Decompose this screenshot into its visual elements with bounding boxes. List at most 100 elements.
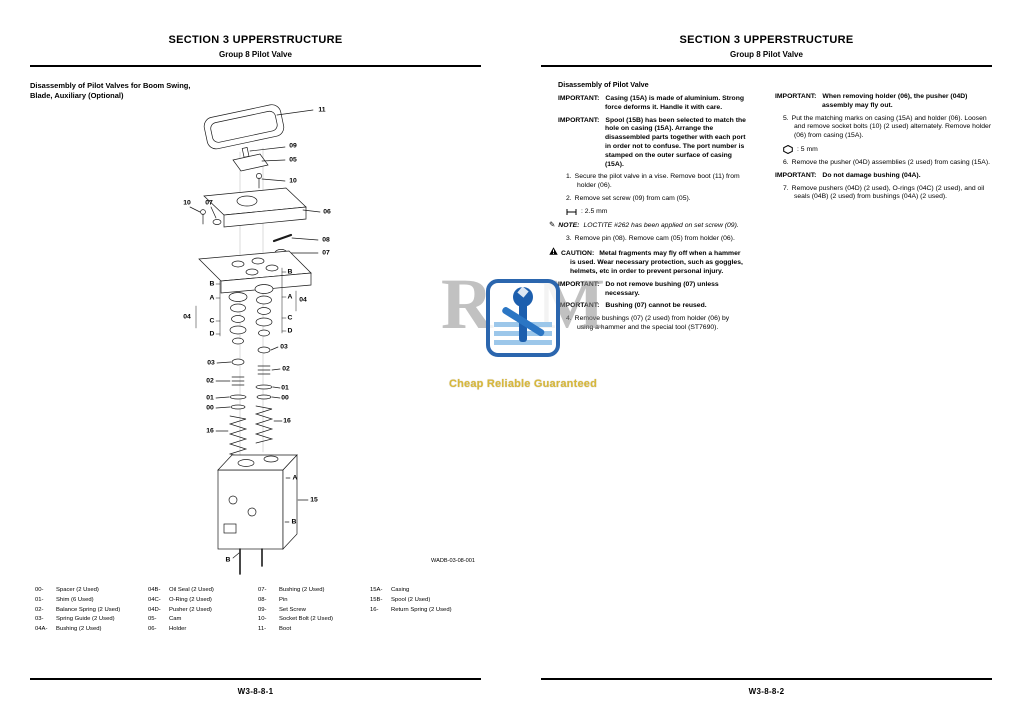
part-number: 16- bbox=[370, 606, 379, 613]
important-label: IMPORTANT: bbox=[558, 116, 600, 124]
legend-column: 00- Spacer (2 Used) 01-Shim (6 Used)02- Bal… bbox=[35, 586, 148, 635]
step-text: Put the matching marks on casing (15A) a… bbox=[791, 114, 992, 140]
page-right: SECTION 3 UPPERSTRUCTURE Group 8 Pilot V… bbox=[511, 0, 1022, 722]
diagram-callout: A bbox=[209, 294, 215, 302]
step-1: 1.Secure the pilot valve in a vise. Remo… bbox=[566, 173, 747, 191]
part-name: Return Spring (2 Used) bbox=[391, 606, 452, 613]
legend-item: 02- Balance Spring (2 Used) bbox=[35, 606, 148, 616]
diagram-callout: 10 bbox=[183, 199, 191, 207]
page-header: SECTION 3 UPPERSTRUCTURE Group 8 Pilot V… bbox=[541, 34, 992, 67]
part-name: Shim (6 Used) bbox=[56, 596, 94, 603]
note-text: LOCTITE #262 has been applied on set scr… bbox=[583, 221, 739, 229]
important-note-4: IMPORTANT:Bushing (07) cannot be reused. bbox=[558, 302, 747, 311]
diagram-callout: 02 bbox=[206, 377, 214, 385]
legend-item: 04A-Bushing (2 Used) bbox=[35, 625, 148, 635]
diagram-callout: 15 bbox=[310, 496, 318, 504]
important-note-1: IMPORTANT: Casing (15A) is made of alumin… bbox=[558, 95, 747, 113]
part-name: Holder bbox=[169, 626, 187, 633]
diagram-callout: B bbox=[209, 280, 215, 288]
diagram-callout: 00 bbox=[281, 394, 289, 402]
step-text: Remove pin (08). Remove cam (05) from ho… bbox=[574, 234, 735, 242]
legend-item: 09-Set Screw bbox=[258, 606, 370, 616]
legend-item: 05- Cam bbox=[148, 615, 258, 625]
diagram-callout: D bbox=[287, 327, 293, 335]
step-number: 2. bbox=[566, 194, 572, 202]
step-text: Remove the pusher (04D) assemblies (2 us… bbox=[791, 158, 990, 166]
legend-item: 04C-O-Ring (2 Used) bbox=[148, 596, 258, 606]
legend-item: 11-Boot bbox=[258, 625, 370, 635]
diagram-callout: C bbox=[209, 317, 215, 325]
diagram-callout: 08 bbox=[322, 236, 330, 244]
legend-item: 16- Return Spring (2 Used) bbox=[370, 606, 488, 616]
part-name: Balance Spring (2 Used) bbox=[56, 606, 121, 613]
part-number: 05- bbox=[148, 616, 157, 623]
diagram-callout: 03 bbox=[207, 359, 215, 367]
step-text: Remove set screw (09) from cam (05). bbox=[574, 194, 691, 202]
header-rule bbox=[30, 65, 481, 67]
diagram-callout: 16 bbox=[206, 427, 214, 435]
tool-size-text: : 5 mm bbox=[797, 145, 818, 153]
step-text: Remove bushings (07) (2 used) from holde… bbox=[574, 315, 730, 331]
legend-item: 01-Shim (6 Used) bbox=[35, 596, 148, 606]
parts-legend: 00- Spacer (2 Used) 01-Shim (6 Used)02- Bal… bbox=[35, 586, 488, 635]
diagram-callout: 00 bbox=[206, 404, 214, 412]
legend-item: 08-Pin bbox=[258, 596, 370, 606]
part-number: 04A- bbox=[35, 626, 48, 633]
part-number: 02- bbox=[35, 606, 44, 613]
diagram-callout: 03 bbox=[280, 343, 288, 351]
header-rule bbox=[541, 65, 992, 67]
page-left: SECTION 3 UPPERSTRUCTURE Group 8 Pilot V… bbox=[30, 34, 488, 696]
warning-icon bbox=[549, 247, 561, 257]
section-title-header: SECTION 3 UPPERSTRUCTURE bbox=[679, 34, 854, 46]
part-name: Pusher (2 Used) bbox=[169, 606, 212, 613]
part-number: 10- bbox=[258, 616, 267, 623]
important-label: IMPORTANT: bbox=[775, 93, 817, 100]
part-name: Bushing (2 Used) bbox=[279, 587, 325, 593]
instructions-column-1: Disassembly of Pilot Valve IMPORTANT:Cas… bbox=[549, 80, 747, 337]
part-name: Spacer (2 Used) bbox=[56, 587, 99, 593]
instructions: Disassembly of Pilot Valve IMPORTANT:Cas… bbox=[549, 80, 995, 337]
step-2: 2.Remove set screw (09) from cam (05). bbox=[566, 195, 747, 204]
diagram-callout: 16 bbox=[283, 417, 291, 425]
caution-label: CAUTION: bbox=[561, 250, 595, 258]
important-text: Casing (15A) is made of aluminium. Stron… bbox=[605, 95, 745, 111]
diagram-callout: 07 bbox=[205, 199, 213, 207]
instructions-column-2: IMPORTANT: When removing holder (06), the… bbox=[775, 80, 995, 337]
part-number: 08- bbox=[258, 596, 267, 603]
page-title-line2: Blade, Auxiliary (Optional) bbox=[30, 90, 124, 100]
page-number: W3-8-8-1 bbox=[237, 687, 274, 696]
important-label: IMPORTANT: bbox=[558, 280, 600, 288]
legend-item: 07-Bushing (2 Used) bbox=[258, 586, 370, 596]
caution-text: Metal fragments may fly off when a hamme… bbox=[570, 250, 743, 275]
legend-item: 04D-Pusher (2 Used) bbox=[148, 606, 258, 616]
part-number: 15A- bbox=[370, 587, 383, 593]
diagram-callout: 04 bbox=[299, 296, 307, 304]
diagram-callout: 01 bbox=[281, 384, 289, 392]
part-number: 11- bbox=[258, 626, 267, 633]
legend-item: 06-Holder bbox=[148, 625, 258, 635]
legend-item: 10-Socket Bolt (2 Used) bbox=[258, 615, 370, 625]
important-text: Bushing (07) cannot be reused. bbox=[605, 302, 707, 310]
part-name: Cam bbox=[169, 616, 182, 623]
important-text: Spool (15B) has been selected to match t… bbox=[605, 116, 746, 168]
part-name: Spool (2 Used) bbox=[391, 596, 431, 603]
part-number: 15B- bbox=[370, 596, 383, 603]
important-label: IMPORTANT: bbox=[558, 95, 600, 102]
page-title-line1: Disassembly of Pilot Valves for Boom Swi… bbox=[30, 81, 191, 90]
hex-key-icon bbox=[783, 144, 793, 154]
diagram-callout: B bbox=[287, 268, 293, 276]
legend-item: 15B- Spool (2 Used) bbox=[370, 596, 488, 606]
important-note-2: IMPORTANT: Spool (15B) has been selected … bbox=[558, 117, 747, 170]
diagram-callout: A bbox=[287, 293, 293, 301]
part-name: Set Screw bbox=[279, 606, 306, 613]
page-footer: W3-8-8-1 bbox=[30, 678, 481, 696]
legend-item: 04B-Oil Seal (2 Used) bbox=[148, 586, 258, 596]
important-text: When removing holder (06), the pusher (0… bbox=[822, 93, 968, 109]
figure-code: WADB-03-08-001 bbox=[431, 558, 475, 564]
part-number: 00- bbox=[35, 587, 44, 593]
important-text: Do not damage bushing (04A). bbox=[822, 171, 921, 179]
diagram-callout: 09 bbox=[289, 142, 297, 150]
footer-rule bbox=[541, 678, 992, 680]
